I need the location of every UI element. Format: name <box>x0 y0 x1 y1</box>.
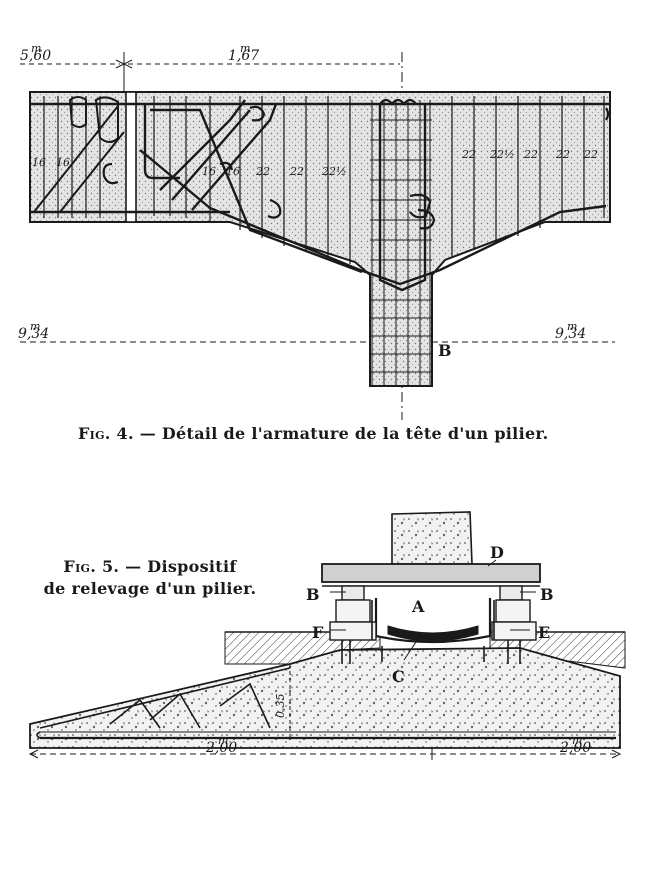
spacing-label: 16 <box>56 156 70 169</box>
level-left-unit: m <box>30 320 40 333</box>
spacing-label: 22 <box>461 148 476 161</box>
right-length-dimension: 2,00 <box>559 740 591 756</box>
level-left-dimension: 9,34 <box>18 326 49 342</box>
plate-d <box>321 563 541 583</box>
fig5-length-dimension <box>28 748 622 760</box>
slab-haunch-outline <box>29 91 611 387</box>
spacing-label: 22 <box>583 148 598 161</box>
fig4-number: Fig. 4. <box>78 424 134 443</box>
jack-bearing-c <box>387 625 479 642</box>
left-length-unit: m <box>218 734 228 747</box>
block-e <box>491 621 537 641</box>
rebar-hooks <box>102 105 610 230</box>
anchor-bars <box>341 600 521 664</box>
fig5-caption: Fig. 5. — Dispositif de relevage d'un pi… <box>30 556 270 600</box>
spacing-label: 22½ <box>489 148 515 161</box>
spacing-label: 22 <box>289 165 304 178</box>
label-b-right: B <box>540 585 554 604</box>
spacing-label: 22 <box>523 148 538 161</box>
label-b-left: B <box>306 585 320 604</box>
leader-lines <box>330 559 536 661</box>
height-dimension: 0,35 <box>274 694 287 719</box>
level-right-dimension: 9,34 <box>555 326 586 342</box>
label-c: C <box>392 667 405 686</box>
fig4-drawing <box>20 52 615 420</box>
spacing-label: 22 <box>555 148 570 161</box>
fig5-number: Fig. 5. <box>63 557 120 576</box>
wedge-right <box>495 599 531 623</box>
spacing-label: 16 <box>202 165 216 178</box>
spacing-label: 22½ <box>321 165 347 178</box>
fig5-caption-line2: de relevage d'un pilier. <box>43 579 257 598</box>
wedge-left <box>335 599 371 623</box>
block-b-right <box>499 585 523 601</box>
right-span-dimension: 1,67 <box>228 48 259 64</box>
left-length-dimension: 2,00 <box>205 740 237 756</box>
right-length-unit: m <box>572 734 582 747</box>
right-span-unit: m <box>240 42 250 55</box>
fig5-caption-line1: Fig. 5. — Dispositif <box>30 556 270 578</box>
block-f <box>329 621 377 641</box>
label-b-fig4: B <box>438 341 452 360</box>
haunch-bent-bars <box>139 99 607 292</box>
spacing-label: 16 <box>226 165 240 178</box>
fig4-caption: Fig. 4. — Détail de l'armature de la têt… <box>78 424 598 443</box>
bar-spacing-labels: 16 16 16 16 22 22 22½ 22 22½ 22 22 22 <box>32 148 598 178</box>
label-a: A <box>411 597 425 616</box>
left-span-dimension: 5,60 <box>20 48 51 64</box>
spacing-label: 22 <box>255 165 270 178</box>
fig5-drawing <box>28 511 626 760</box>
footing-body <box>29 647 621 749</box>
label-f: F <box>312 623 324 642</box>
label-d: D <box>490 543 504 562</box>
label-e: E <box>538 623 550 642</box>
fig4-caption-text: — Détail de l'armature de la tête d'un p… <box>133 424 549 443</box>
right-slab-stirrups <box>153 96 605 264</box>
level-right-unit: m <box>567 320 577 333</box>
spacing-label: 16 <box>32 156 46 169</box>
left-span-unit: m <box>31 42 41 55</box>
block-b-left <box>341 585 365 601</box>
left-slab-diagonals <box>33 96 125 213</box>
slab-joint <box>125 91 137 223</box>
pier-shaft <box>391 511 473 565</box>
footing-reinforcement <box>36 667 616 740</box>
column-mesh <box>370 98 432 386</box>
fig5-caption-text: — Dispositif <box>119 557 237 576</box>
